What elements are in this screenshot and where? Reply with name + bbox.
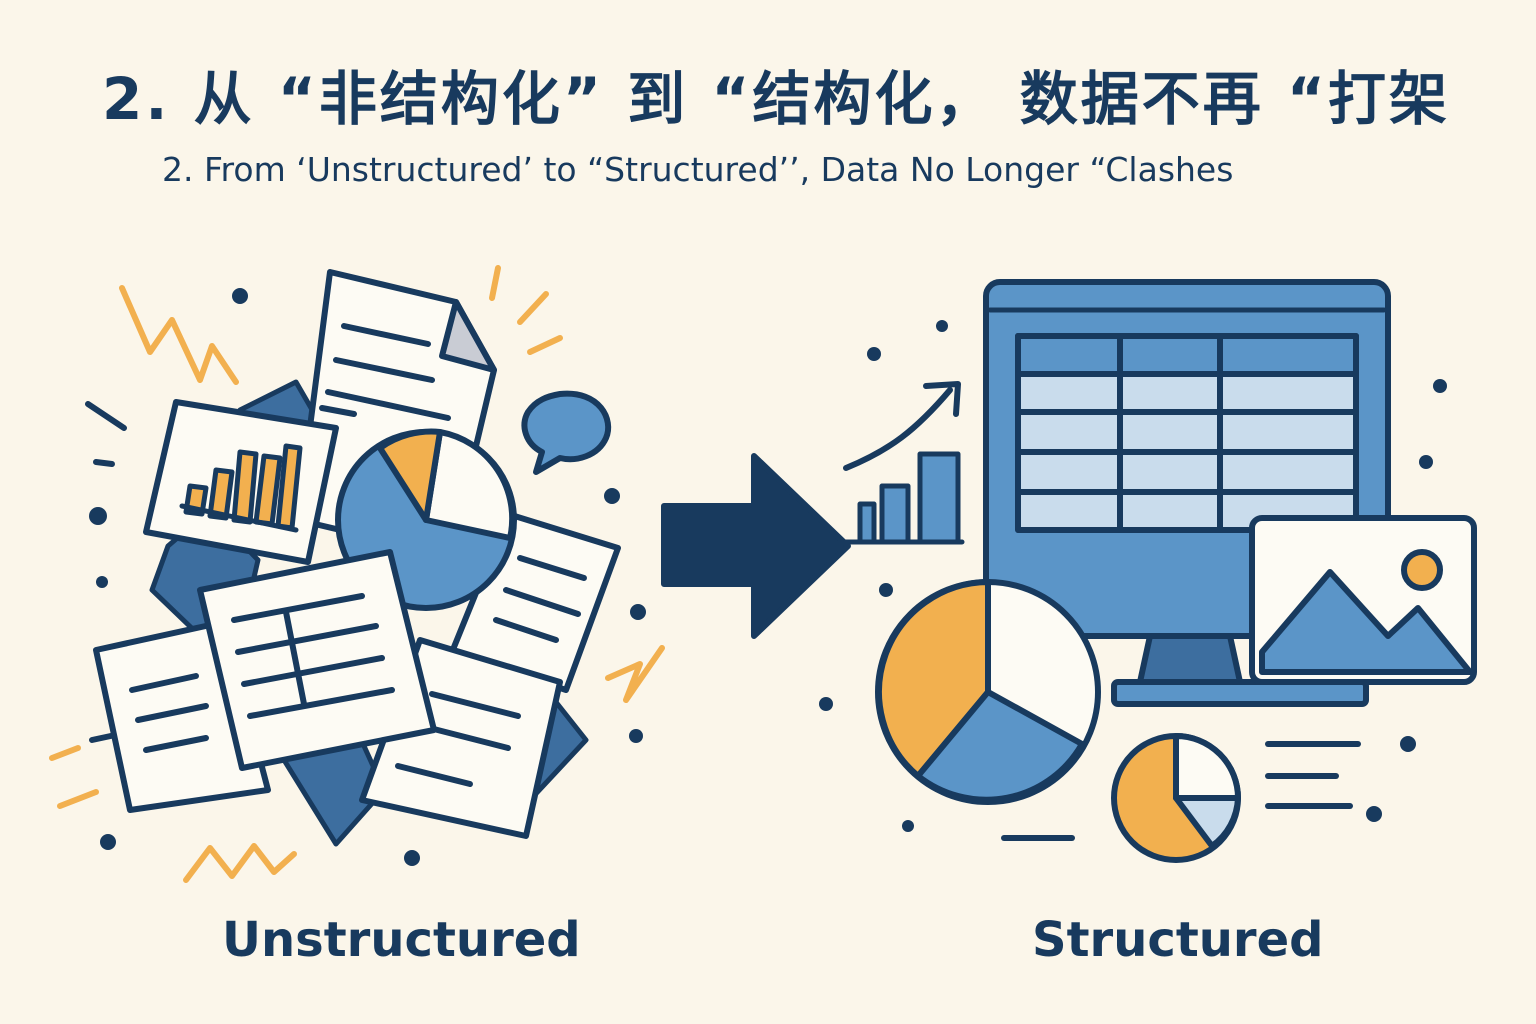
page-title: 2. 从 “非结构化” 到 “结构化， 数据不再 “打架 (102, 65, 1451, 133)
pie-chart-icon (875, 579, 1101, 805)
structured-cluster (819, 279, 1477, 863)
pie-chart-icon (1111, 733, 1241, 863)
unstructured-label: Unstructured (222, 912, 581, 968)
arrow-right-icon (661, 453, 851, 639)
speech-bubble-icon (521, 390, 612, 475)
bar-chart-icon (143, 399, 339, 565)
trend-chart-icon (837, 381, 965, 545)
page-subtitle: 2. From ‘Unstructured’ to “Structured’’,… (162, 150, 1234, 189)
lightning-icon (49, 265, 665, 883)
image-icon (1249, 515, 1477, 685)
unstructured-cluster (49, 265, 665, 883)
structured-label: Structured (1032, 912, 1324, 968)
table-document-icon (197, 549, 437, 771)
spreadsheet-icon (1015, 333, 1359, 533)
